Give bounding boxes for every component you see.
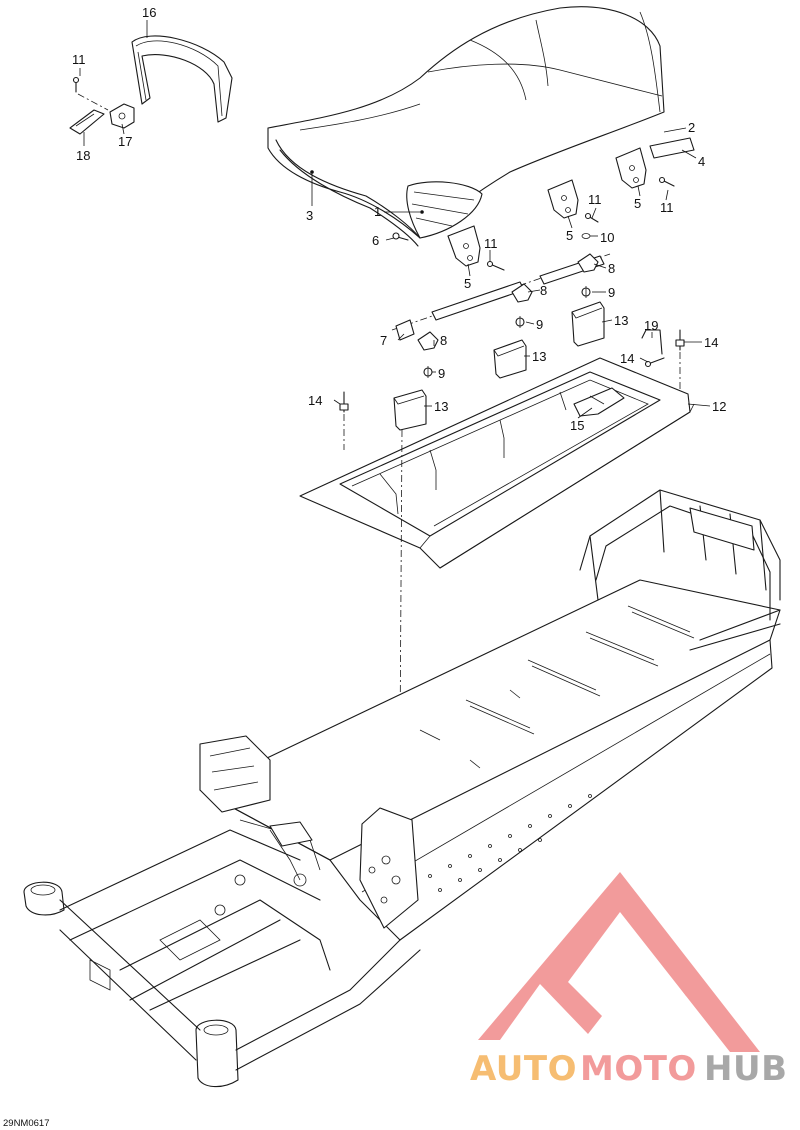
watermark-text-hub: HUB	[704, 1049, 787, 1089]
chassis-frame	[23, 489, 781, 1088]
callout-1: 1	[374, 204, 381, 219]
seat-strap	[131, 35, 233, 123]
callout-11-mid: 11	[588, 192, 602, 207]
watermark-logo: AUTO MOTO HUB	[470, 872, 787, 1089]
rivet-14-left	[339, 391, 349, 450]
callout-7: 7	[380, 333, 387, 348]
callout-13-left: 13	[434, 399, 448, 414]
callout-2: 2	[688, 120, 695, 135]
callout-17: 17	[118, 134, 132, 149]
callout-leaders	[79, 20, 711, 419]
callout-10: 10	[600, 230, 614, 245]
callout-3: 3	[306, 208, 313, 223]
callout-4: 4	[698, 154, 705, 169]
callout-6: 6	[372, 233, 379, 248]
screw-9-middle	[515, 316, 525, 328]
clip-middle	[511, 283, 533, 303]
screw-11-left	[486, 260, 505, 271]
bracket-13-left	[393, 389, 427, 431]
screw-11-mid	[584, 212, 599, 223]
washer-10	[581, 233, 591, 239]
callout-11-top-left: 11	[72, 52, 86, 67]
screw-9-left	[423, 366, 433, 378]
callout-11-right: 11	[660, 200, 674, 215]
callout-8-left: 8	[440, 333, 447, 348]
callout-9-right: 9	[608, 285, 615, 300]
bracket-13-middle	[493, 339, 527, 379]
callout-5-right: 5	[634, 196, 641, 211]
screw-9-right	[581, 286, 591, 298]
screw-11-right	[658, 176, 675, 187]
strap-bracket	[109, 103, 135, 129]
clip-right	[577, 253, 599, 273]
callout-16: 16	[142, 5, 156, 20]
hinge-left	[447, 225, 481, 267]
callout-5-left: 5	[464, 276, 471, 291]
callout-19: 19	[644, 318, 658, 333]
callout-14-mid: 14	[620, 351, 634, 366]
callout-8-middle: 8	[540, 283, 547, 298]
callout-9-left: 9	[438, 366, 445, 381]
screw-14-mid	[644, 357, 665, 368]
callout-5-middle: 5	[566, 228, 573, 243]
callout-13-right: 13	[614, 313, 628, 328]
screw-top-left	[72, 76, 109, 111]
rivet-14-right	[675, 329, 685, 390]
seat-assembly	[267, 6, 695, 247]
clip-19	[641, 329, 663, 355]
hinge-middle	[547, 179, 579, 219]
callout-12: 12	[712, 399, 726, 414]
watermark-triangle-icon	[478, 872, 760, 1052]
callout-13-middle: 13	[532, 349, 546, 364]
callout-15: 15	[570, 418, 584, 433]
diagram-code: 29NM0617	[3, 1118, 49, 1129]
callout-8-right: 8	[608, 261, 615, 276]
screw-6	[392, 232, 409, 241]
strap-plate	[69, 109, 105, 135]
bracket-13-right	[571, 301, 605, 347]
callout-9-middle: 9	[536, 317, 543, 332]
watermark-text-auto: AUTO	[470, 1049, 577, 1089]
alignment-line	[399, 429, 403, 741]
watermark-text-moto: MOTO	[580, 1049, 697, 1089]
storage-tray	[299, 357, 695, 569]
callout-11-left: 11	[484, 236, 498, 251]
hinge-right	[615, 147, 647, 189]
watermark-inner-stroke	[640, 900, 700, 996]
callout-18: 18	[76, 148, 90, 163]
callout-14-right: 14	[704, 335, 718, 350]
clip-left	[417, 331, 439, 351]
callout-14-left: 14	[308, 393, 322, 408]
